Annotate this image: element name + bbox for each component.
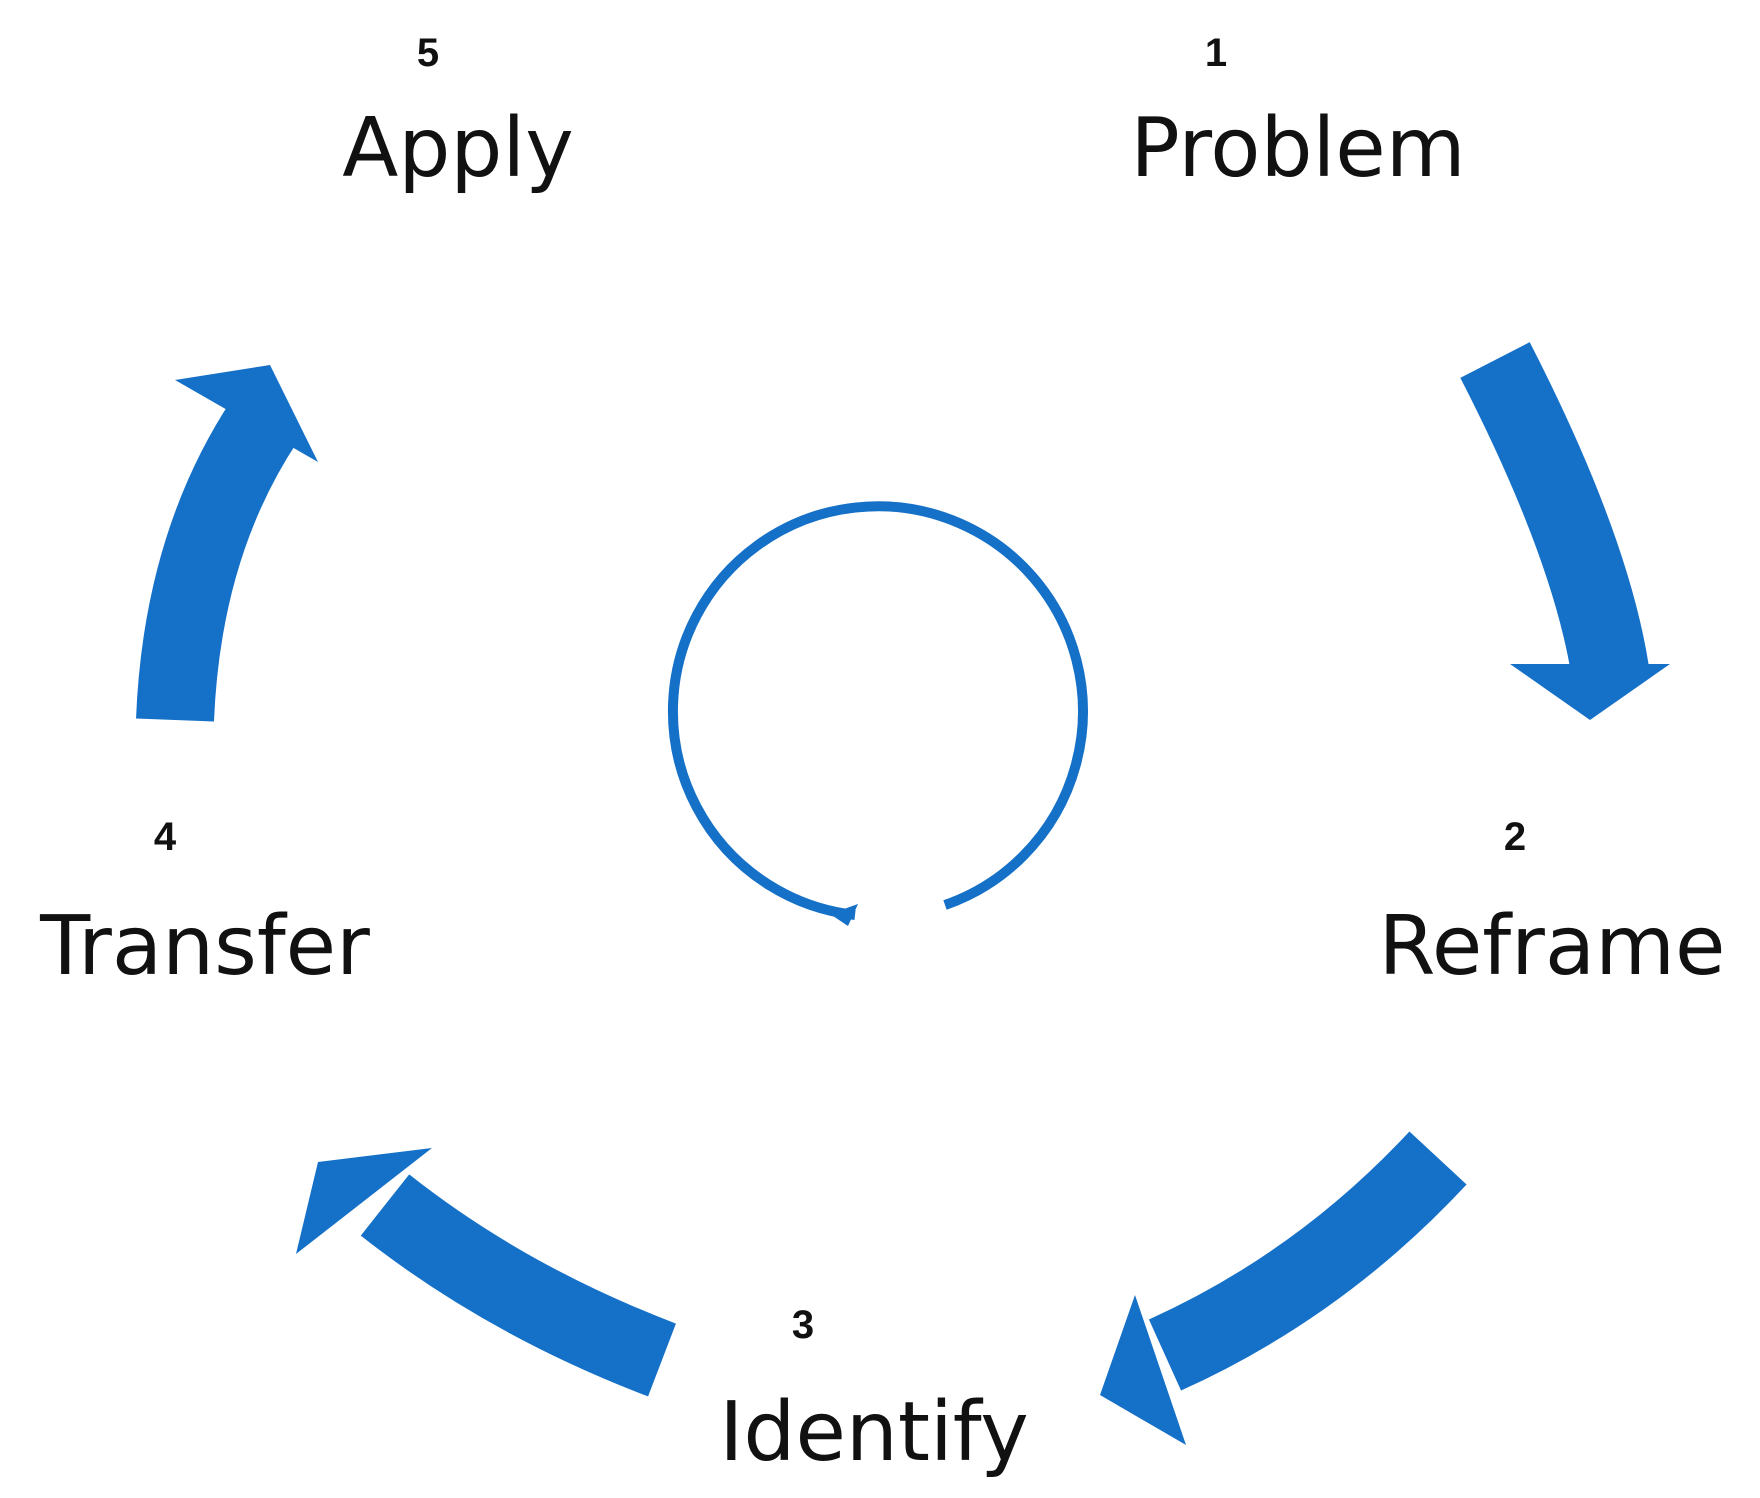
step-4-number: 4 (154, 815, 177, 859)
step-1-label: Problem (1130, 101, 1465, 196)
step-1-number: 1 (1205, 31, 1227, 75)
step-4-label: Transfer (39, 899, 370, 994)
arrow-problem-to-reframe (1460, 342, 1670, 720)
step-5-label: Apply (342, 101, 574, 196)
step-2-number: 2 (1504, 815, 1526, 859)
step-3-number: 3 (792, 1303, 814, 1347)
cycle-loop-icon (667, 501, 1088, 926)
arrow-identify-to-transfer (296, 1148, 676, 1397)
step-2-label: Reframe (1379, 899, 1726, 994)
arrow-reframe-to-identify (1100, 1131, 1467, 1445)
step-3-label: Identify (719, 1385, 1029, 1480)
arrow-transfer-to-apply (136, 365, 318, 722)
step-5-number: 5 (417, 31, 439, 75)
